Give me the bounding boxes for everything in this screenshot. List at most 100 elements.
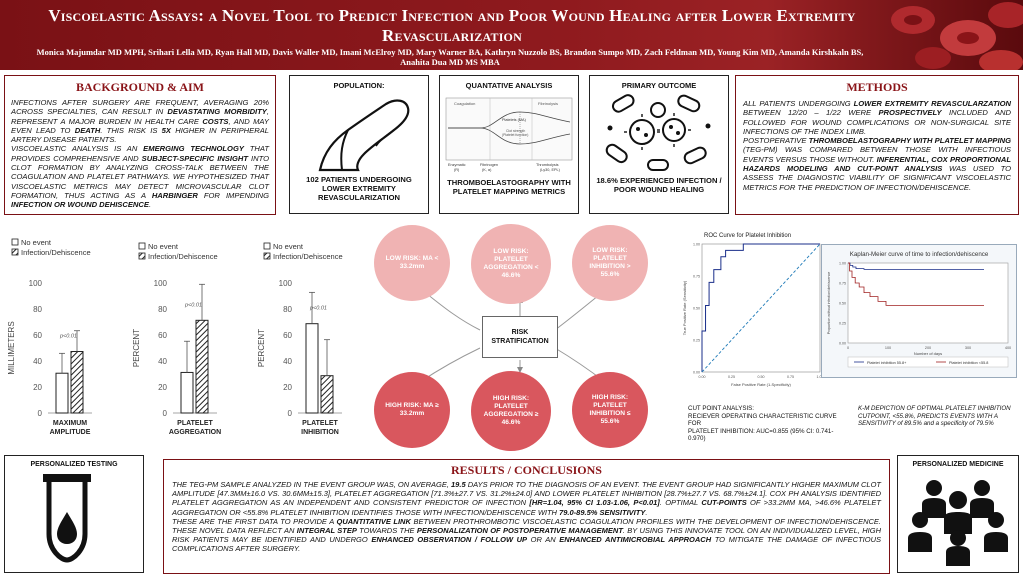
poster-title: Viscoelastic Assays: a Novel Tool to Pre…	[48, 6, 856, 45]
personalized-medicine-section: PERSONALIZED MEDICINE	[897, 455, 1019, 573]
roc-y-label: True Positive Rate (Sensitivity)	[682, 280, 687, 335]
methods-text: ALL PATIENTS UNDERGOING LOWER EXTREMITY …	[743, 99, 1011, 192]
background-section: BACKGROUND & AIM INFECTIONS AFTER SURGER…	[4, 75, 276, 215]
primary-outcome-title: PRIMARY OUTCOME	[621, 81, 697, 90]
roc-x-tick: 0.00	[699, 375, 706, 379]
y-tick-label: 80	[33, 305, 42, 314]
teg-coagulation-label: Coagulation	[454, 101, 475, 106]
bar-charts-svg: No eventInfection/Dehiscence020406080100…	[7, 238, 343, 436]
legend-label-1: No event	[273, 242, 304, 251]
category-label: INHIBITION	[301, 429, 339, 436]
y-tick-label: 100	[29, 279, 43, 288]
test-tube-icon	[43, 474, 91, 563]
methods-section: METHODS ALL PATIENTS UNDERGOING LOWER EX…	[735, 75, 1019, 215]
km-chart-frame: Kaplan-Meier curve of time to infection/…	[821, 244, 1017, 378]
legend-swatch-2	[138, 252, 146, 260]
bacteria-icon	[605, 94, 711, 171]
background-text: INFECTIONS AFTER SURGERY ARE FREQUENT, A…	[11, 98, 270, 210]
high-risk-inhibition-bubble: HIGH RISK: PLATELET INHIBITION ≤ 55.6%	[572, 372, 648, 448]
bar-infection	[195, 319, 209, 414]
roc-y-tick: 0.25	[693, 339, 700, 343]
roc-y-tick: 0.00	[693, 371, 700, 375]
legend-swatch-2	[11, 248, 19, 256]
roc-y-tick: 0.75	[693, 275, 700, 279]
km-x-tick: 400	[1005, 346, 1011, 350]
bar-infection	[320, 375, 334, 414]
teg-fibrinogen-label: Fibrinogen	[480, 163, 498, 167]
legend-label-1: No event	[21, 238, 52, 247]
y-tick-label: 40	[283, 357, 292, 366]
roc-caption-line3: PLATELET INHIBITION: AUC=0.855 (95% CI: …	[688, 427, 834, 443]
y-tick-label: 100	[279, 279, 293, 288]
teg-clot-strength-label: Clot strength	[506, 129, 525, 133]
roc-y-tick: 0.50	[693, 307, 700, 311]
y-tick-label: 100	[154, 279, 168, 288]
y-tick-label: 80	[158, 305, 167, 314]
y-axis-label: MILLIMETERS	[7, 321, 16, 374]
roc-caption-line1: CUT POINT ANALYSIS:	[688, 405, 755, 412]
y-tick-label: 0	[38, 409, 43, 418]
km-y-tick: 0.50	[839, 302, 846, 306]
legend-swatch-2	[263, 252, 271, 260]
people-group-icon	[908, 480, 1008, 566]
km-legend-box	[847, 356, 1009, 368]
roc-x-tick: 0.25	[728, 375, 735, 379]
y-tick-label: 80	[283, 305, 292, 314]
population-title: POPULATION:	[333, 81, 385, 90]
personalized-medicine-title: PERSONALIZED MEDICINE	[912, 461, 1004, 468]
km-caption: K-M DEPICTION OF OPTIMAL PLATELET INHIBI…	[858, 405, 1020, 428]
roc-title: ROC Curve for Platelet Inhibition	[704, 233, 791, 239]
category-label: PLATELET	[302, 420, 338, 427]
low-risk-aggregation-bubble: LOW RISK: PLATELET AGGREGATION < 46.6%	[471, 224, 551, 304]
y-tick-label: 0	[163, 409, 168, 418]
km-plot-frame	[847, 262, 1009, 344]
legend-label-2: Infection/Dehiscence	[21, 248, 91, 257]
quant-caption: THROMBOELASTOGRAPHY WITH PLATELET MAPPIN…	[447, 178, 571, 196]
roc-x-tick: 0.75	[787, 375, 794, 379]
km-caption-line3: SENSITIVITY of 89.5% and a specificity o…	[858, 420, 994, 428]
bar-no-event	[305, 323, 319, 414]
low-risk-inhibition-bubble: LOW RISK: PLATELET INHIBITION > 55.6%	[572, 225, 648, 301]
teg-fibrinolysis-label: Fibrinolysis	[538, 101, 558, 106]
km-y-tick: 1.00	[839, 262, 846, 266]
population-caption: 102 PATIENTS UNDERGOING LOWER EXTREMITY …	[306, 175, 412, 202]
km-legend-label-2: Platelet inhibition <55.8	[949, 361, 988, 365]
roc-x-label: False Positive Rate (1-Specificity)	[731, 382, 791, 387]
legend-label-2: Infection/Dehiscence	[273, 252, 343, 261]
y-axis-label: PERCENT	[132, 329, 141, 367]
p-value-annotation: p<0.01	[59, 334, 77, 340]
background-title: BACKGROUND & AIM	[76, 80, 204, 94]
roc-caption: CUT POINT ANALYSIS: RECIEVER OPERATING C…	[688, 405, 838, 443]
category-label: AMPLITUDE	[50, 429, 91, 436]
results-section: RESULTS / CONCLUSIONS THE TEG-PM SAMPLE …	[163, 459, 890, 574]
bar-chart-1: No eventInfection/Dehiscence020406080100…	[7, 238, 92, 436]
risk-center-label: RISK STRATIFICATION	[491, 329, 549, 345]
y-axis-label: PERCENT	[257, 329, 266, 367]
high-risk-aggregation-label: HIGH RISK: PLATELET AGGREGATION ≥ 46.6%	[483, 395, 539, 426]
legend-swatch-1	[263, 242, 271, 250]
high-risk-ma-label: HIGH RISK: MA ≥ 33.2mm	[385, 402, 439, 417]
y-tick-label: 20	[283, 383, 292, 392]
roc-curve	[701, 243, 820, 372]
methods-title: METHODS	[846, 80, 908, 94]
teg-k-angle-label: (K, α)	[482, 168, 492, 172]
y-tick-label: 40	[33, 357, 42, 366]
km-x-tick: 300	[965, 346, 971, 350]
km-legend-label-1: Platelet inhibition 55.8+	[867, 361, 907, 365]
y-tick-label: 20	[158, 383, 167, 392]
personalized-testing-title: PERSONALIZED TESTING	[30, 461, 118, 468]
quant-title: QUANTATIVE ANALYSIS	[465, 81, 553, 90]
low-risk-ma-bubble: LOW RISK: MA < 33.2mm	[374, 225, 450, 301]
teg-ly-label: (Ly30, EPL)	[540, 168, 561, 172]
km-y-tick: 0.75	[839, 282, 846, 286]
leg-icon	[318, 99, 410, 172]
low-risk-aggregation-label: LOW RISK: PLATELET AGGREGATION < 46.6%	[483, 248, 539, 279]
category-label: PLATELET	[177, 420, 213, 427]
km-x-tick: 200	[925, 346, 931, 350]
teg-thrombolysis-label: Thrombolysis	[536, 163, 559, 167]
high-risk-ma-bubble: HIGH RISK: MA ≥ 33.2mm	[374, 372, 450, 448]
teg-enzymatic-label: Enzymatic	[448, 163, 466, 167]
km-y-tick: 0.25	[839, 322, 846, 326]
legend-swatch-1	[138, 242, 146, 250]
legend-swatch-1	[11, 238, 19, 246]
